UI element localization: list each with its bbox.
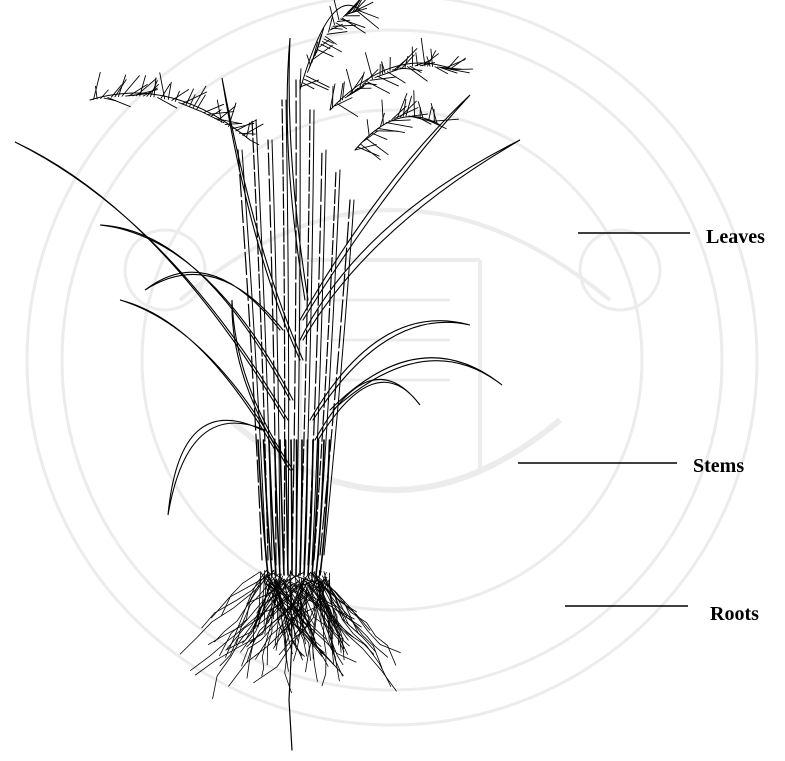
roots-label: Roots bbox=[710, 603, 759, 626]
grain bbox=[341, 19, 365, 28]
grain bbox=[335, 98, 352, 106]
grain bbox=[358, 147, 379, 156]
grain bbox=[398, 94, 407, 118]
rice-plant bbox=[15, 0, 520, 750]
sheath-line bbox=[291, 440, 292, 575]
grain bbox=[378, 128, 405, 132]
grain bbox=[333, 25, 356, 26]
grain bbox=[367, 120, 369, 136]
grain bbox=[115, 80, 126, 97]
watermark-seal bbox=[27, 0, 757, 725]
sheath-line bbox=[296, 440, 297, 575]
grain bbox=[416, 53, 418, 66]
leaf-blade bbox=[222, 78, 303, 360]
stem-line bbox=[282, 100, 285, 565]
grain bbox=[318, 50, 333, 57]
grain bbox=[207, 112, 233, 115]
stem-line bbox=[238, 150, 262, 560]
grain bbox=[204, 104, 224, 112]
sheath-line bbox=[304, 440, 308, 575]
grain bbox=[330, 6, 335, 24]
grain bbox=[346, 69, 352, 92]
stem-line bbox=[292, 80, 296, 565]
grain bbox=[172, 89, 189, 100]
grain bbox=[364, 131, 378, 142]
stem-line bbox=[320, 200, 350, 555]
grain bbox=[386, 123, 412, 128]
grain bbox=[333, 0, 339, 20]
grain bbox=[365, 53, 372, 79]
grain bbox=[108, 98, 131, 107]
grain bbox=[408, 67, 428, 82]
stem-line bbox=[312, 150, 326, 565]
leaf-blade bbox=[300, 95, 470, 320]
grain bbox=[214, 118, 240, 123]
grain bbox=[372, 133, 387, 139]
grain bbox=[421, 38, 425, 66]
leaves-label: Leaves bbox=[706, 226, 765, 249]
grain bbox=[197, 95, 206, 109]
stems-label: Stems bbox=[693, 455, 744, 478]
grain bbox=[368, 82, 390, 93]
grain bbox=[101, 90, 109, 99]
